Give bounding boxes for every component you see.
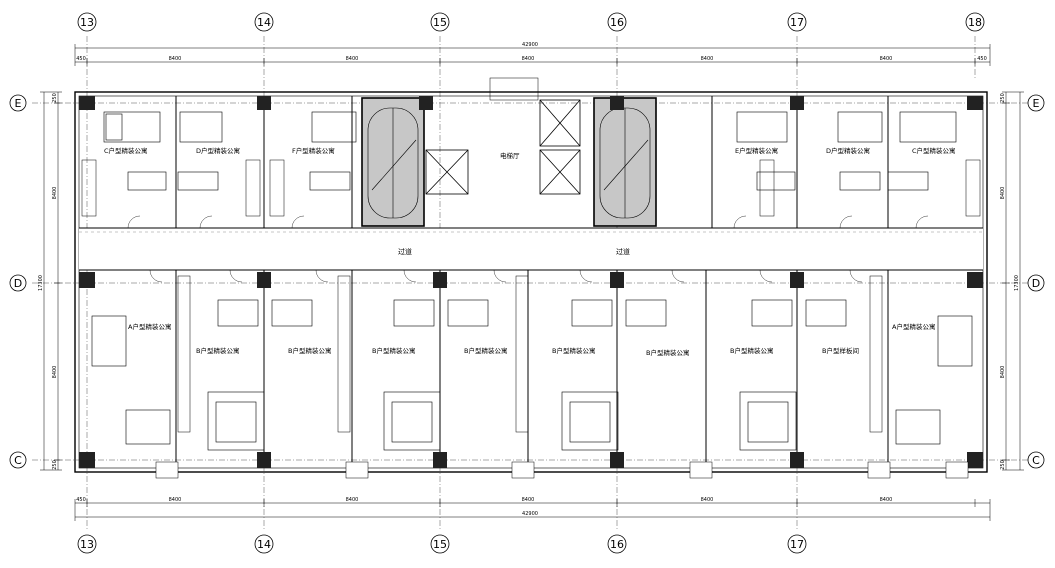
row-dimension-right-edge-top: 250 [1000, 93, 1006, 103]
grid-bubble-13-bottom: 13 [77, 534, 97, 554]
row-dimension-right-edge-bottom: 250 [1000, 460, 1006, 470]
end-dimension-bottom-left: 450 [76, 497, 86, 503]
lower-unit-label-5: B户型精装公寓 [464, 346, 507, 355]
svg-text:14: 14 [257, 16, 271, 29]
grid-bubble-15-bottom: 15 [430, 534, 450, 554]
upper-unit-label-5: D户型精装公寓 [826, 146, 870, 155]
svg-text:E: E [15, 97, 22, 110]
svg-text:D: D [1032, 277, 1040, 290]
lower-unit-label-4: B户型精装公寓 [372, 346, 415, 355]
door-swings [127, 215, 929, 283]
grid-bubble-E-right: E [1027, 94, 1045, 112]
elevator-hall-label: 电梯厅 [500, 151, 520, 160]
dimension-lines-right [1002, 91, 1024, 471]
grid-bubble-16-bottom: 16 [607, 534, 627, 554]
structural-columns [79, 96, 983, 468]
bay-dimension-top-1: 8400 [169, 56, 182, 62]
stair-core-left [361, 97, 425, 227]
grid-bubble-17-bottom: 17 [787, 534, 807, 554]
lower-unit-label-8: B户型精装公寓 [730, 346, 773, 355]
row-dimension-right-upper: 8400 [1000, 187, 1006, 200]
end-dimension-top-left: 450 [76, 56, 86, 62]
upper-unit-label-1: C户型精装公寓 [104, 146, 148, 155]
upper-unit-label-4: E户型精装公寓 [735, 146, 778, 155]
svg-text:D: D [14, 277, 22, 290]
bay-dimension-bottom-5: 8400 [880, 497, 893, 503]
lower-unit-label-9: B户型样板间 [822, 346, 859, 355]
row-dimension-right-total: 17300 [1014, 275, 1020, 291]
bay-dimension-bottom-2: 8400 [346, 497, 359, 503]
lower-unit-label-2: B户型精装公寓 [196, 346, 239, 355]
grid-bubble-14-top: 14 [254, 12, 274, 32]
end-dimension-top-right: 450 [977, 56, 987, 62]
grid-bubble-C-left: C [9, 451, 27, 469]
bay-dimension-top-4: 8400 [701, 56, 714, 62]
lower-unit-label-10: A户型精装公寓 [892, 322, 935, 331]
bathroom-blocks [81, 159, 981, 433]
stair-core-right [593, 97, 657, 227]
lower-unit-furniture [91, 299, 973, 451]
svg-text:C: C [1032, 454, 1040, 467]
grid-bubble-D-right: D [1027, 274, 1045, 292]
svg-text:17: 17 [790, 538, 804, 551]
grid-bubble-C-right: C [1027, 451, 1045, 469]
bay-dimension-top-5: 8400 [880, 56, 893, 62]
lower-unit-label-1: A户型精装公寓 [128, 322, 171, 331]
grid-bubble-E-left: E [9, 94, 27, 112]
row-dimension-left-edge-top: 250 [52, 93, 58, 103]
lower-unit-label-7: B户型精装公寓 [646, 348, 689, 357]
bay-dimension-bottom-4: 8400 [701, 497, 714, 503]
corridor-label-right: 过道 [616, 247, 630, 256]
upper-unit-label-2: D户型精装公寓 [196, 146, 240, 155]
row-dimension-left-upper: 8400 [52, 187, 58, 200]
svg-text:15: 15 [433, 16, 447, 29]
grid-bubble-18-top: 18 [965, 12, 985, 32]
svg-text:18: 18 [968, 16, 982, 29]
svg-text:C: C [14, 454, 22, 467]
svg-text:13: 13 [80, 538, 94, 551]
row-dimension-left-total: 17300 [38, 275, 44, 291]
grid-bubble-17-top: 17 [787, 12, 807, 32]
svg-text:16: 16 [610, 538, 624, 551]
grid-bubble-D-left: D [9, 274, 27, 292]
row-dimension-left-edge-bottom: 250 [52, 460, 58, 470]
grid-axis-lines [32, 36, 1030, 530]
upper-unit-partitions [175, 96, 889, 228]
grid-bubble-13-top: 13 [77, 12, 97, 32]
bay-dimension-top-2: 8400 [346, 56, 359, 62]
svg-text:16: 16 [610, 16, 624, 29]
svg-text:13: 13 [80, 16, 94, 29]
bay-dimension-top-3: 8400 [522, 56, 535, 62]
svg-text:15: 15 [433, 538, 447, 551]
corridor [79, 227, 983, 271]
row-dimension-left-lower: 8400 [52, 366, 58, 379]
exterior-window-bays [155, 461, 969, 479]
dimension-lines-top [74, 44, 991, 66]
grid-bubble-16-top: 16 [607, 12, 627, 32]
upper-unit-furniture [103, 111, 957, 191]
lower-unit-label-3: B户型精装公寓 [288, 346, 331, 355]
total-dimension-bottom: 42900 [522, 511, 538, 517]
dimension-lines-left [40, 91, 62, 471]
corridor-label-left: 过道 [398, 247, 412, 256]
row-dimension-right-lower: 8400 [1000, 366, 1006, 379]
upper-unit-label-3: F户型精装公寓 [292, 146, 335, 155]
svg-text:E: E [1033, 97, 1040, 110]
bay-dimension-bottom-3: 8400 [522, 497, 535, 503]
bay-dimension-bottom-1: 8400 [169, 497, 182, 503]
svg-text:14: 14 [257, 538, 271, 551]
upper-unit-label-6: C户型精装公寓 [912, 146, 956, 155]
grid-bubble-14-bottom: 14 [254, 534, 274, 554]
svg-text:17: 17 [790, 16, 804, 29]
dimension-lines-bottom [74, 499, 991, 521]
elevator-shafts [425, 77, 581, 195]
total-dimension-top: 42900 [522, 42, 538, 48]
grid-bubble-15-top: 15 [430, 12, 450, 32]
lower-unit-label-6: B户型精装公寓 [552, 346, 595, 355]
